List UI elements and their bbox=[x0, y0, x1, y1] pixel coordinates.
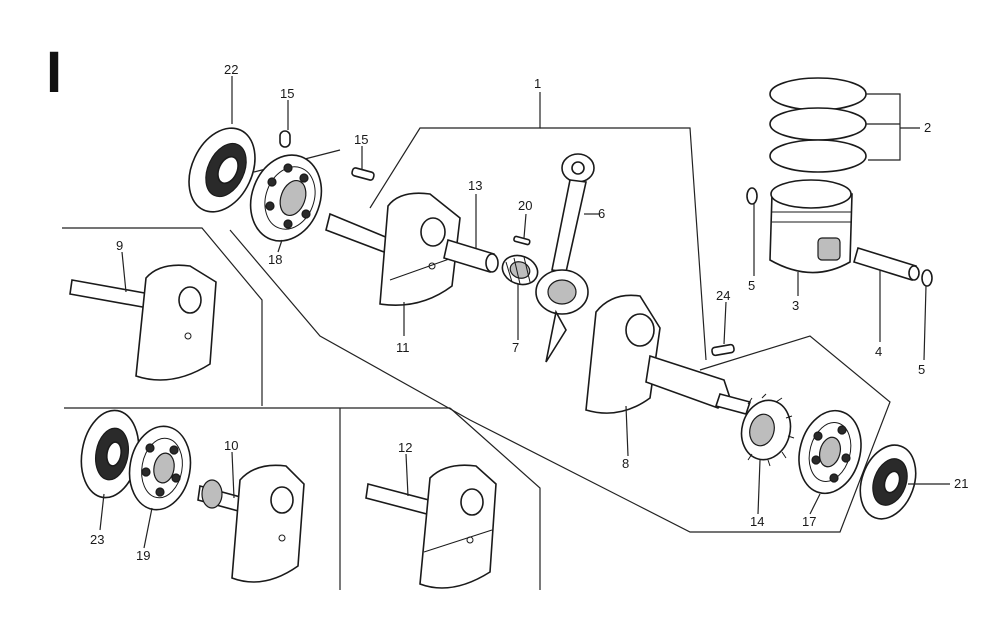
callout-11: 11 bbox=[396, 340, 410, 355]
callout-5-right: 5 bbox=[918, 362, 925, 377]
key-20 bbox=[513, 235, 531, 246]
leader-lines bbox=[99, 76, 950, 549]
ball-bearing-18 bbox=[249, 154, 323, 242]
piston-rings-2 bbox=[769, 77, 920, 173]
callout-15-upper: 15 bbox=[280, 86, 294, 101]
section-label: I bbox=[46, 40, 62, 105]
callout-24: 24 bbox=[716, 288, 730, 303]
callout-3: 3 bbox=[792, 298, 799, 313]
callout-7: 7 bbox=[512, 340, 519, 355]
callout-17: 17 bbox=[802, 514, 816, 529]
circlip-5-left bbox=[746, 187, 758, 205]
key-24 bbox=[711, 343, 735, 357]
callout-21: 21 bbox=[954, 476, 968, 491]
needle-bearing-7 bbox=[501, 254, 539, 286]
ball-bearing-17 bbox=[798, 409, 862, 495]
crank-half-9 bbox=[69, 264, 217, 381]
callout-1: 1 bbox=[534, 76, 541, 91]
callout-8: 8 bbox=[622, 456, 629, 471]
group-boundary-lines bbox=[62, 92, 891, 590]
crank-half-12 bbox=[365, 464, 497, 589]
callout-6: 6 bbox=[598, 206, 605, 221]
callout-9: 9 bbox=[116, 238, 123, 253]
callout-19: 19 bbox=[136, 548, 150, 563]
circlip-5-right bbox=[921, 269, 933, 287]
callout-23: 23 bbox=[90, 532, 104, 547]
piston-pin-4 bbox=[853, 246, 920, 282]
oil-seal-21 bbox=[859, 444, 917, 520]
callout-5-left: 5 bbox=[748, 278, 755, 293]
callout-18: 18 bbox=[268, 252, 282, 267]
callout-2: 2 bbox=[924, 120, 931, 135]
callout-labels: 1 2 3 4 5 5 6 7 8 8 9 10 11 12 13 14 15 … bbox=[90, 62, 968, 563]
piston-3 bbox=[769, 179, 853, 274]
crank-pin-13 bbox=[443, 238, 499, 274]
crank-half-11 bbox=[325, 192, 461, 306]
connecting-rod-6 bbox=[535, 153, 595, 363]
callout-15-lower: 15 bbox=[354, 132, 368, 147]
oil-seal-22 bbox=[188, 127, 256, 213]
callout-12: 12 bbox=[398, 440, 412, 455]
crank-half-10 bbox=[197, 464, 305, 583]
callout-13: 13 bbox=[468, 178, 482, 193]
callout-22: 22 bbox=[224, 62, 238, 77]
callout-10: 10 bbox=[224, 438, 238, 453]
crank-half-8 bbox=[585, 294, 752, 415]
key-15-upper bbox=[279, 130, 291, 148]
callout-14: 14 bbox=[750, 514, 764, 529]
callout-4: 4 bbox=[875, 344, 882, 359]
key-15-lower bbox=[351, 167, 375, 181]
timing-gear-14 bbox=[740, 393, 795, 467]
oil-seal-23 bbox=[80, 409, 140, 499]
callout-20: 20 bbox=[518, 198, 532, 213]
ball-bearing-19 bbox=[128, 425, 192, 511]
